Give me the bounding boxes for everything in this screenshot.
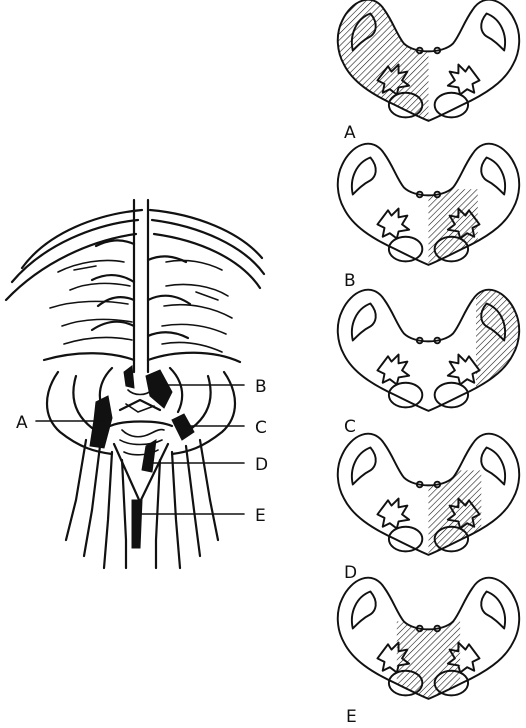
lesion-C xyxy=(172,414,194,440)
lesion-marks xyxy=(90,366,194,548)
pointer-label-e: E xyxy=(255,506,266,526)
lesion-E xyxy=(132,500,142,548)
cross-section-a xyxy=(326,0,519,133)
pointer-label-b: B xyxy=(255,377,267,397)
brainstem-body xyxy=(47,368,235,568)
pointer-label-c: C xyxy=(255,418,267,438)
brainstem-diagram: A B C D E xyxy=(6,200,268,568)
section-label-a: A xyxy=(344,123,356,143)
lesion-A xyxy=(90,396,112,448)
section-label-b: B xyxy=(344,271,356,291)
cross-section-b xyxy=(338,144,519,277)
section-label-c: C xyxy=(344,417,356,437)
pointer-label-d: D xyxy=(255,455,268,475)
section-label-d: D xyxy=(344,563,357,583)
section-label-e: E xyxy=(346,707,357,727)
cerebellum-lower-border xyxy=(44,353,240,362)
pointer-lines xyxy=(36,385,244,514)
pointer-label-a: A xyxy=(16,413,28,433)
cross-section-column: A B C D xyxy=(326,0,526,727)
cross-section-d xyxy=(338,434,519,567)
cross-section-e xyxy=(338,578,519,710)
cross-section-c xyxy=(338,282,526,410)
lesion-B xyxy=(146,370,172,408)
